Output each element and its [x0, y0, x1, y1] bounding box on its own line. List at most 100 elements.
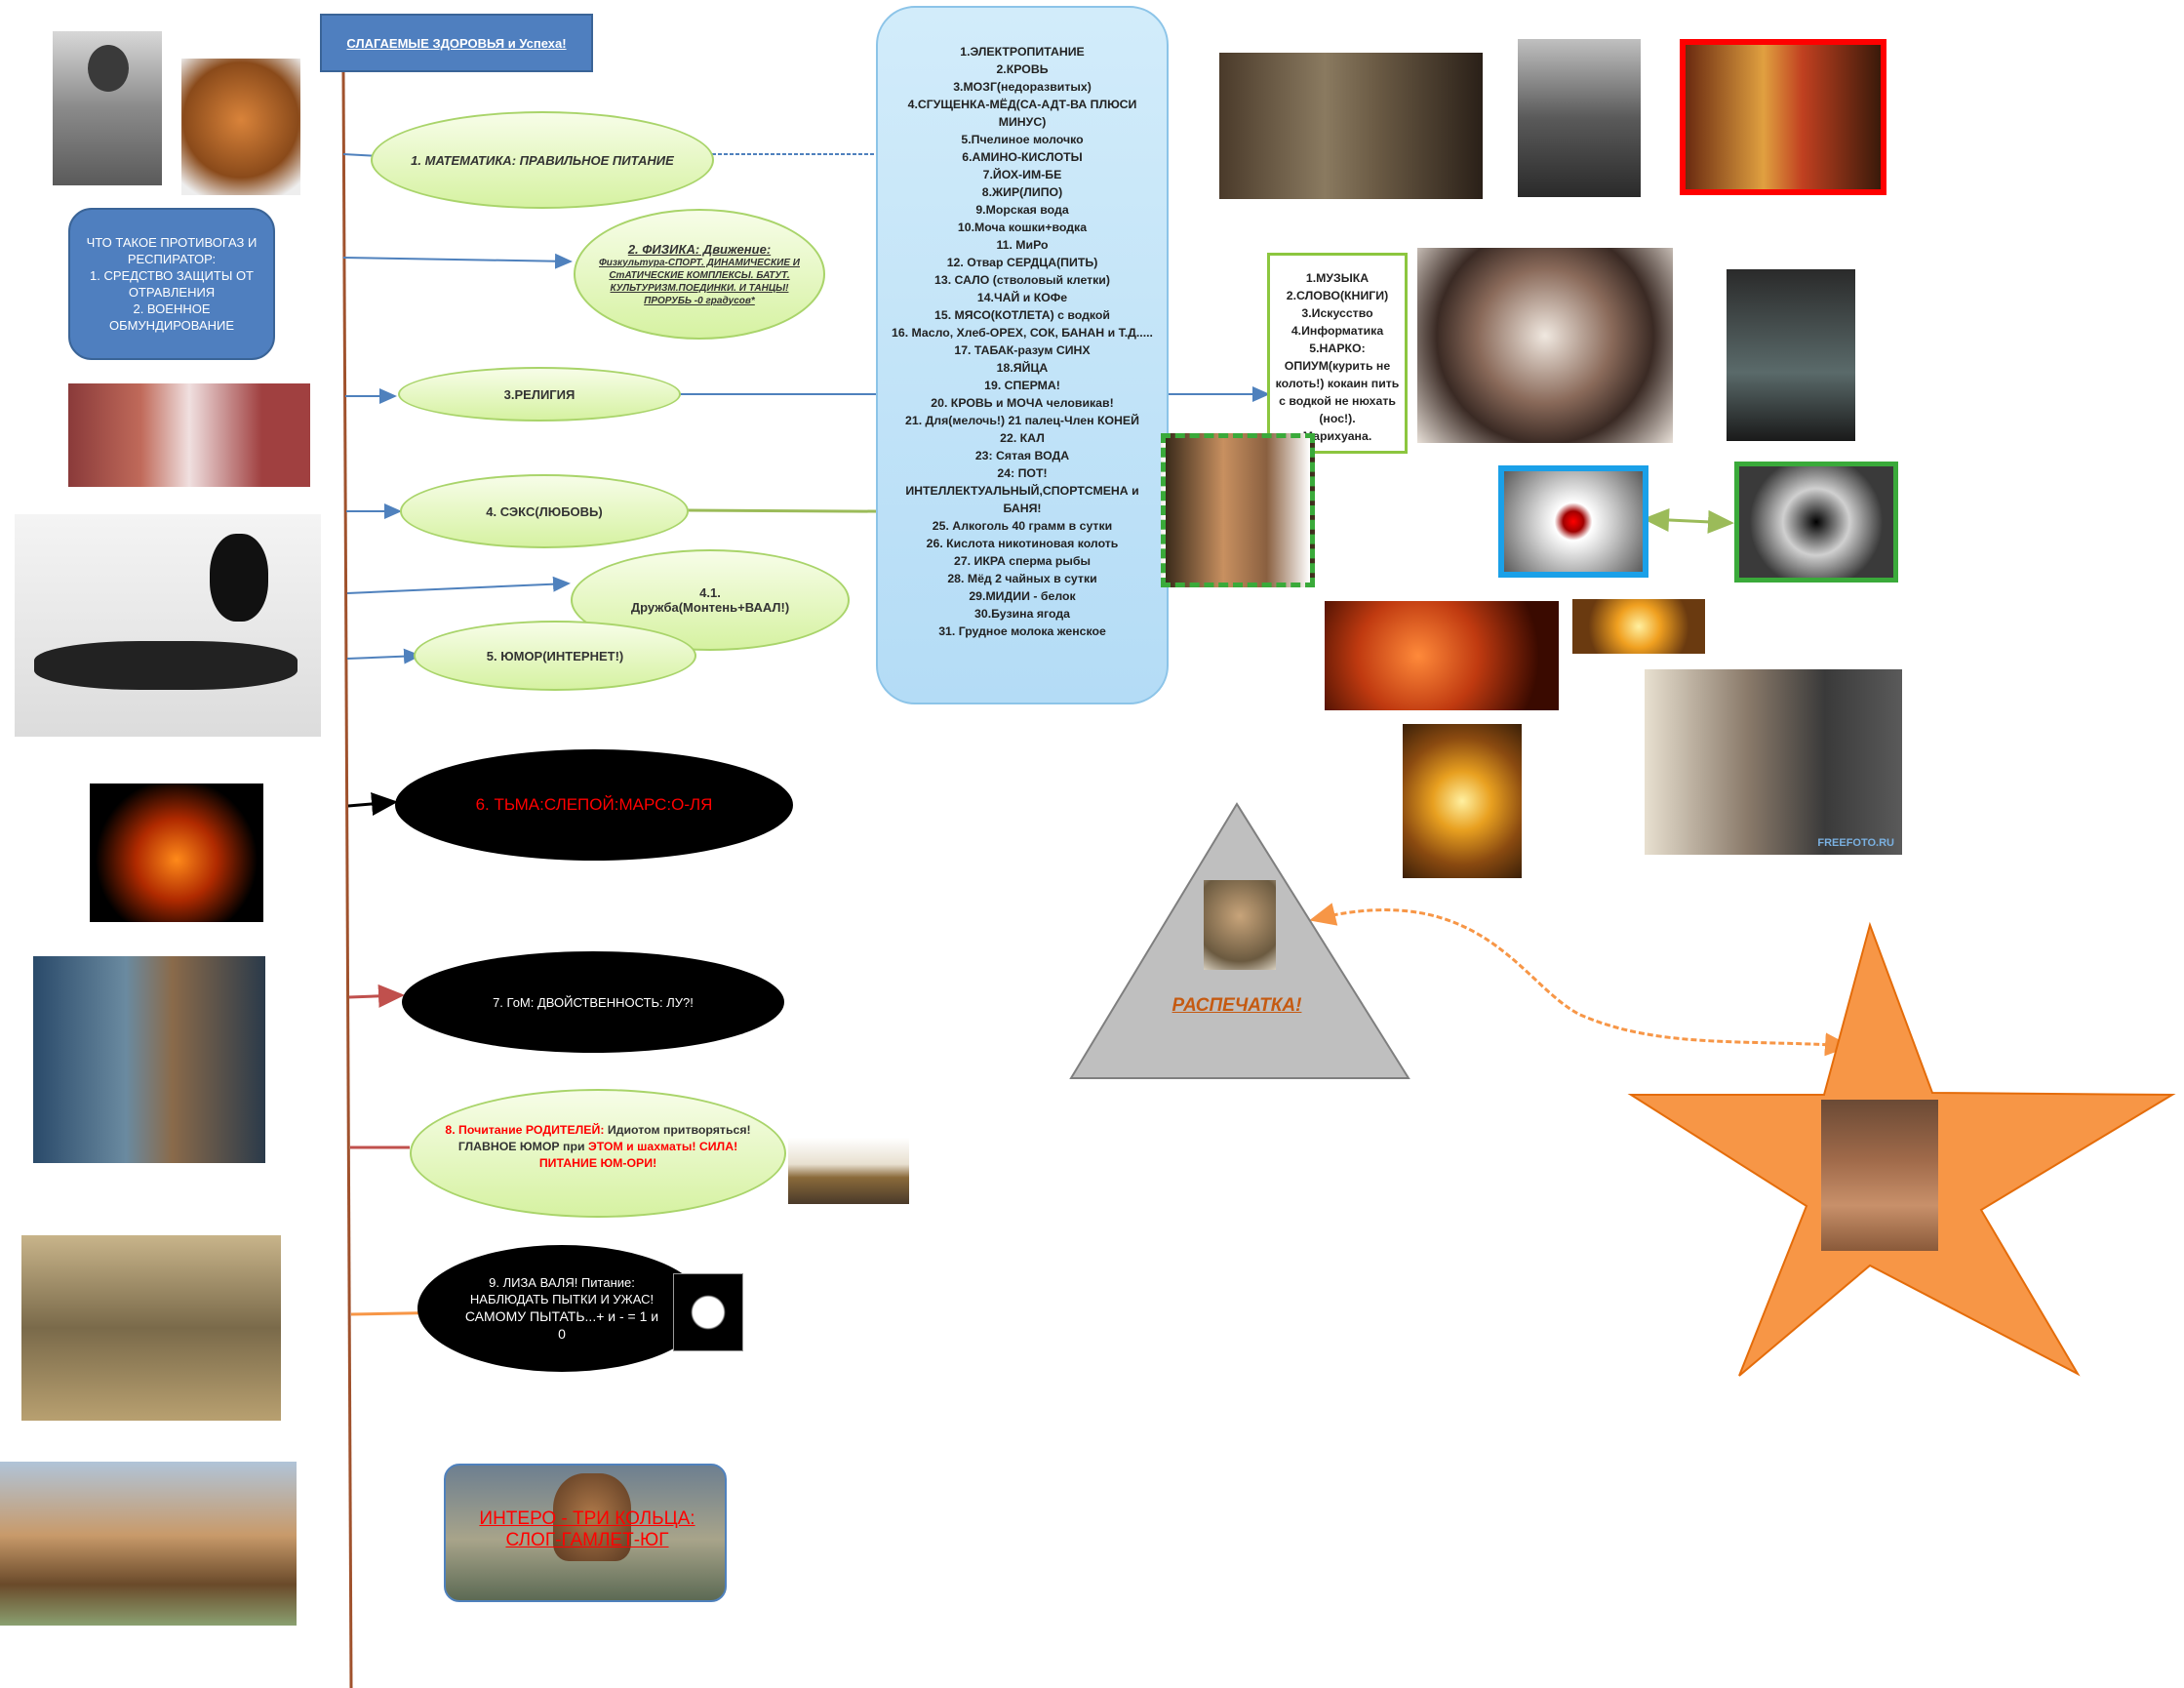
gasmask-line-1: ЧТО ТАКОЕ ПРОТИВОГАЗ И РЕСПИРАТОР: [86, 235, 258, 266]
timeline-line [341, 71, 353, 1688]
branch-2-title: 2. ФИЗИКА: Движение: [627, 241, 772, 257]
list-item: 28. Мёд 2 чайных в сутки [947, 572, 1097, 585]
branch-2-physics: 2. ФИЗИКА: Движение: Физкультура-СПОРТ. … [574, 209, 825, 340]
list-item: Марихуана. [1302, 429, 1372, 443]
list-item: 16. Масло, Хлеб-ОРЕХ, СОК, БАНАН и Т.Д..… [892, 326, 1153, 340]
golden-angel-photo [1403, 724, 1522, 878]
cobra-photo [21, 1235, 281, 1421]
list-item: 2.СЛОВО(КНИГИ) [1286, 289, 1389, 302]
culture-list: 1.МУЗЫКА 2.СЛОВО(КНИГИ) 3.Искусство 4.Ин… [1267, 253, 1408, 454]
list-item: 1.МУЗЫКА [1305, 271, 1370, 285]
branch-4-1-line1: 4.1. [699, 585, 721, 600]
branch-3-religion: 3.РЕЛИГИЯ [398, 367, 681, 422]
list-item: 29.МИДИИ - белок [969, 589, 1076, 603]
intro-label: ИНТЕРО - ТРИ КОЛЬЦА: СЛОГ-ГАМЛЕТ-ЮГ [479, 1508, 695, 1550]
man-sunglasses-photo: FREEFOTO.RU [1645, 669, 1902, 855]
dancer-photo [1680, 39, 1886, 195]
nun-face-photo [68, 383, 310, 487]
list-item: 21. Для(мелочь!) 21 палец-Член КОНЕЙ [905, 414, 1139, 427]
arrow-eyes [1643, 508, 1734, 534]
red-eye-photo [1498, 465, 1648, 578]
creature-photo [0, 1462, 297, 1626]
list-item: 20. КРОВЬ и МОЧА человикав! [931, 396, 1114, 410]
list-item: 11. МиРо [996, 238, 1049, 252]
arrow-b7 [348, 984, 405, 1008]
list-item: 7.ЙОХ-ИМ-БЕ [982, 168, 1062, 181]
gasmask-question-box: ЧТО ТАКОЕ ПРОТИВОГАЗ И РЕСПИРАТОР: 1. СР… [68, 208, 275, 360]
branch-9-line1: 9. ЛИЗА ВАЛЯ! Питание: НАБЛЮДАТЬ ПЫТКИ И… [469, 1275, 655, 1306]
list-item: 27. ИКРА сперма рыбы [953, 554, 1092, 568]
list-item: 3.Искусство [1301, 306, 1373, 320]
branch-6-darkness: 6. ТЬМА:СЛЕПОЙ:МАРС:О-ЛЯ [395, 749, 793, 861]
bw-woman-photo [1518, 39, 1641, 197]
list-item: 8.ЖИР(ЛИПО) [981, 185, 1063, 199]
list-item: 13. САЛО (стволовый клетки) [934, 273, 1110, 287]
arrow-triangle-star [1309, 903, 1851, 1057]
movie-scene-photo [1219, 53, 1483, 199]
star-portrait-photo [1821, 1100, 1938, 1251]
gasmask-head [88, 45, 129, 92]
list-item: 17. ТАБАК-разум СИНХ [954, 343, 1091, 357]
list-item: 19. СПЕРМА! [984, 379, 1060, 392]
siamese-cat-photo [1417, 248, 1673, 443]
chessboard-photo [788, 1138, 909, 1204]
photo-watermark: FREEFOTO.RU [1817, 837, 1894, 849]
list-item: 25. Алкоголь 40 грамм в сутки [932, 519, 1113, 533]
fire-figure-photo [90, 784, 263, 922]
arrow-b6 [347, 792, 398, 816]
list-item: 18.ЯЙЦА [996, 361, 1049, 375]
diagram-title: СЛАГАЕМЫЕ ЗДОРОВЬЯ и Успеха! [320, 14, 593, 72]
branch-8-red2: ЭТОМ и шахматы! СИЛА! ПИТАНИЕ ЮМ-ОРИ! [538, 1140, 738, 1170]
list-item: 14.ЧАЙ и КОФе [976, 291, 1068, 304]
branch-4-1-line2: Дружба(Монтень+ВААЛ!) [630, 600, 790, 615]
list-item: 31. Грудное молока женское [938, 624, 1106, 638]
arrow-b2 [342, 253, 573, 269]
list-item: 6.АМИНО-КИСЛОТЫ [962, 150, 1083, 164]
cat-silhouette-photo [673, 1273, 743, 1351]
branch-8-black1: Идиотом притворяться! ГЛАВНОЕ ЮМОР при [457, 1123, 751, 1153]
branch-8-parents: 8. Почитание РОДИТЕЛЕЙ: Идиотом притворя… [410, 1089, 786, 1218]
golden-light-photo [1572, 599, 1705, 654]
lying-figure-hair [210, 534, 268, 622]
list-item: 5.НАРКО: ОПИУМ(курить не колоть!) кокаин… [1275, 342, 1400, 425]
intro-figure [553, 1473, 631, 1561]
list-item: 3.МОЗГ(недоразвитых) [953, 80, 1092, 94]
gasmask-soldier-photo [53, 31, 162, 185]
branch-9-line2: САМОМУ ПЫТАТЬ...+ и - = 1 и 0 [464, 1308, 659, 1342]
branch-1-math: 1. МАТЕМАТИКА: ПРАВИЛЬНОЕ ПИТАНИЕ [371, 111, 714, 209]
gasmask-line-2: 1. СРЕДСТВО ЗАЩИТЫ ОТ ОТРАВЛЕНИЯ [89, 268, 255, 300]
branch-2-body: Физкультура-СПОРТ. ДИНАМИЧЕСКИЕ И СтАТИЧ… [599, 257, 800, 306]
list-item: 30.Бузина ягода [974, 607, 1070, 621]
woman-lying-photo [15, 514, 321, 737]
arrow-b5 [346, 648, 421, 664]
branch-5-humor: 5. ЮМОР(ИНТЕРНЕТ!) [414, 621, 696, 691]
bw-eye-photo [1734, 462, 1898, 583]
triangle-label: РАСПЕЧАТКА! [1171, 995, 1302, 1016]
intro-box: ИНТЕРО - ТРИ КОЛЬЦА: СЛОГ-ГАМЛЕТ-ЮГ [444, 1464, 727, 1602]
list-item: 10.Моча кошки+водка [957, 221, 1088, 234]
diving-helmet-photo [181, 59, 300, 195]
dark-figure-photo [1727, 269, 1855, 441]
branch-7-gom: 7. ГоМ: ДВОЙСТВЕННОСТЬ: ЛУ?! [402, 951, 784, 1053]
list-item: 26. Кислота никотиновая колоть [926, 537, 1119, 550]
list-item: 23: Сятая ВОДА [974, 449, 1070, 462]
gasmask-line-3: 2. ВОЕННОЕ ОБМУНДИРОВАНИЕ [108, 301, 235, 333]
lying-figure [34, 641, 298, 690]
couple-photo [1161, 433, 1315, 587]
list-item: 15. МЯСО(КОТЛЕТА) с водкой [934, 308, 1110, 322]
list-item: 5.Пчелиное молочко [961, 133, 1084, 146]
branch-4-sex: 4. СЭКС(ЛЮБОВЬ) [400, 474, 689, 548]
list-item: 22. КАЛ [1000, 431, 1045, 445]
branch-9-liza: 9. ЛИЗА ВАЛЯ! Питание: НАБЛЮДАТЬ ПЫТКИ И… [417, 1245, 706, 1372]
list-item: 1.ЭЛЕКТРОПИТАНИЕ [960, 45, 1085, 59]
couple-movie-photo [33, 956, 265, 1163]
list-item: 2.КРОВЬ [996, 62, 1049, 76]
arrow-b41 [346, 576, 571, 594]
list-item: 9.Морская вода [975, 203, 1069, 217]
fire-creature-photo [1325, 601, 1559, 710]
branch-8-red1: 8. Почитание РОДИТЕЛЕЙ: [445, 1123, 605, 1137]
list-item: 4.СГУЩЕНКА-МЁД(СА-АДТ-ВА ПЛЮСИ МИНУС) [907, 98, 1137, 129]
list-item: 12. Отвар СЕРДЦА(ПИТЬ) [946, 256, 1098, 269]
cobra-thumbnail [1204, 880, 1276, 970]
nutrition-list: 1.ЭЛЕКТРОПИТАНИЕ 2.КРОВЬ 3.МОЗГ(недоразв… [876, 6, 1169, 704]
